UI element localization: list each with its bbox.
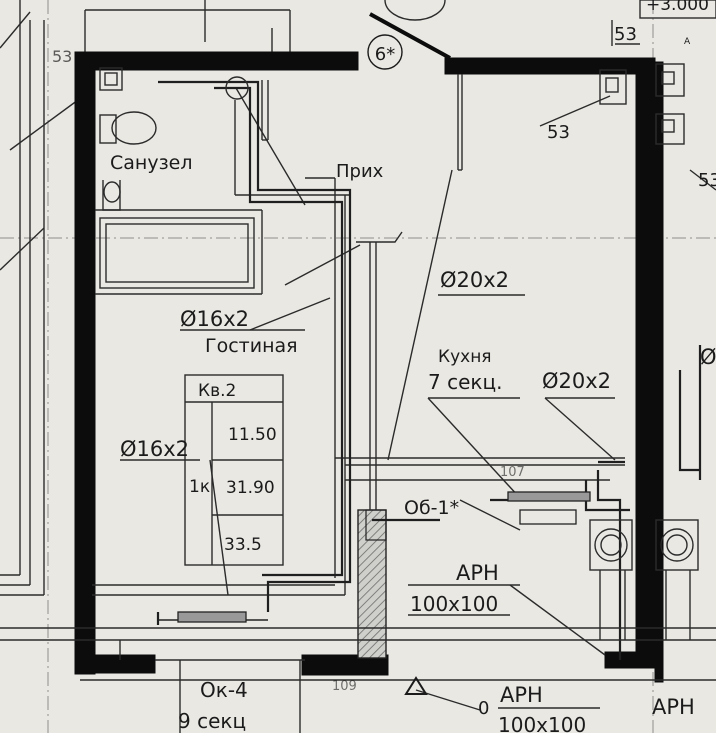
top-structures — [84, 0, 716, 52]
radiator-ok4-sections: 9 секц — [178, 709, 246, 733]
letter-a: A — [684, 37, 691, 47]
arn-1-size: 100x100 — [410, 592, 498, 616]
living-room-label: Гостиная — [205, 335, 298, 357]
radiators — [158, 491, 591, 623]
arn-2-title: АРН — [500, 683, 543, 707]
kitchen-sections-label: 7 секц. — [428, 370, 502, 394]
arn-1-title: АРН — [456, 561, 499, 585]
bottom-markers — [0, 627, 716, 733]
dim-53-right: 53 — [547, 122, 570, 143]
area-1-value: 11.50 — [228, 425, 277, 445]
dim-107-label: 107 — [500, 465, 525, 480]
rooms-label: 1к — [189, 477, 210, 497]
elevation-mark: +3.000 — [646, 0, 709, 15]
left-neighbour-outline — [0, 0, 79, 596]
pipe-far-right-label: Ø — [700, 345, 716, 369]
pipe-center-label: Ø20x2 — [440, 268, 509, 292]
inner-partitions — [92, 74, 625, 596]
marker-0: 0 — [478, 698, 489, 719]
pipe-living-label: Ø16x2 — [180, 307, 249, 331]
dim-53-far-right: 53 — [698, 170, 716, 191]
kitchen-label: Кухня — [438, 347, 492, 367]
hall-label: Прих — [336, 161, 384, 182]
bathroom-label: Санузел — [110, 152, 193, 174]
leader-lines — [120, 87, 716, 711]
dim-109-label: 109 — [332, 679, 357, 694]
dim-53-top-left: 53 — [52, 47, 72, 66]
area-3-value: 33.5 — [224, 535, 262, 555]
pipe-kitchen-label: Ø20x2 — [542, 369, 611, 393]
dim-53-top-right: 53 — [614, 24, 637, 45]
sanitary-fixtures — [99, 63, 685, 289]
radiator-ob1-label: Об-1* — [404, 497, 459, 519]
area-2-value: 31.90 — [226, 478, 275, 498]
walls — [74, 12, 664, 683]
radiator-ok4-label: Ок-4 — [200, 678, 248, 702]
apt-number-label: Кв.2 — [198, 381, 236, 401]
arn-2-size: 100x100 — [498, 713, 586, 733]
arn-3-title: АРН — [652, 695, 695, 719]
heating-pipes — [156, 80, 702, 660]
hatched-column — [357, 509, 387, 659]
pipe-living-lower-label: Ø16x2 — [120, 437, 189, 461]
room-number-6: 6* — [375, 44, 395, 65]
apartment-area-table — [184, 374, 284, 566]
